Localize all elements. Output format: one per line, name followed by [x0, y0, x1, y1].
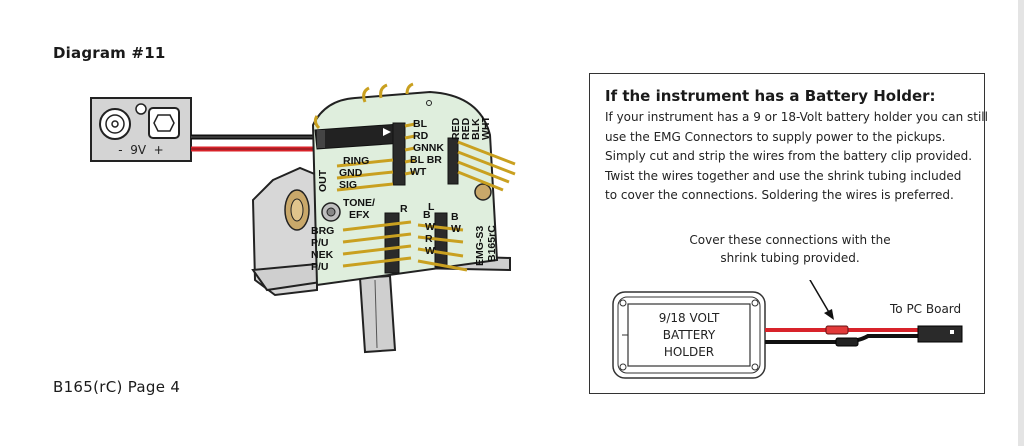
label-small-b1: B — [423, 209, 431, 221]
label-small-w1: W — [425, 221, 435, 233]
label-gnd: GND — [339, 167, 363, 179]
label-small-r1: R — [400, 203, 408, 215]
label-efx: EFX — [349, 209, 369, 221]
battery-clip: - 9V + — [90, 97, 192, 162]
shrink-tubing-black — [835, 337, 859, 347]
pc-board-connector — [917, 325, 963, 343]
holder-label-line2: BATTERY — [663, 328, 716, 342]
info-line: If your instrument has a 9 or 18-Volt ba… — [605, 110, 988, 124]
label-out: OUT — [317, 169, 329, 192]
diagram-title: Diagram #11 — [53, 44, 166, 62]
header-top-stack — [336, 122, 416, 192]
label-wht: WHT — [480, 116, 492, 140]
label-sig: SIG — [339, 179, 357, 191]
to-pc-board-label: To PC Board — [890, 302, 962, 316]
info-line: to cover the connections. Soldering the … — [605, 188, 954, 202]
label-small-l: L — [428, 201, 435, 213]
label-small-w2: W — [425, 245, 435, 257]
label-pu-1: P/U — [311, 237, 329, 249]
info-line: use the EMG Connectors to supply power t… — [605, 129, 946, 144]
info-panel: If the instrument has a Battery Holder: … — [589, 73, 988, 394]
callout-line: Cover these connections with the — [689, 233, 891, 247]
label-ring: RING — [343, 155, 369, 167]
callout-line: shrink tubing provided. — [720, 250, 860, 265]
label-small-r2: R — [425, 233, 433, 245]
battery-terminal-positive — [148, 107, 180, 139]
label-red-2: RED — [460, 117, 472, 140]
battery-holder-illustration: 9/18 VOLT BATTERY HOLDER — [612, 280, 963, 379]
label-tone: TONE/ — [343, 197, 375, 209]
label-model-1: EMG-S3 — [474, 226, 486, 266]
wiring-illustration: - 9V + — [90, 82, 516, 354]
label-small-w3: W — [451, 223, 461, 235]
header-right-stack — [447, 137, 516, 192]
label-small-b2: B — [451, 211, 459, 223]
header-bottom-left — [342, 212, 412, 274]
holder-label-line1: 9/18 VOLT — [659, 311, 720, 325]
header-bottom-right — [417, 212, 468, 272]
callout-text: Cover these connections with the shrink … — [660, 232, 920, 267]
info-line: Twist the wires together and use the shr… — [605, 168, 962, 183]
label-bl: BL — [413, 118, 428, 130]
battery-holder: 9/18 VOLT BATTERY HOLDER — [612, 291, 766, 379]
info-title: If the instrument has a Battery Holder: — [605, 87, 936, 105]
shrink-tubing-red — [825, 325, 849, 335]
battery-clip-label: - 9V + — [118, 143, 164, 157]
holder-label-line3: HOLDER — [664, 345, 714, 359]
callout-arrow — [809, 280, 831, 315]
label-rd: RD — [413, 130, 429, 142]
label-wt: WT — [410, 166, 427, 178]
page-edge — [1018, 0, 1024, 446]
label-brg: BRG — [311, 225, 334, 237]
label-blk: BLK — [470, 118, 482, 140]
label-bl-br: BL BR — [410, 154, 442, 166]
label-model-2: B165rC — [486, 225, 498, 262]
info-line: Simply cut and strip the wires from the … — [605, 149, 973, 163]
label-gnnk: GNNK — [413, 142, 444, 154]
label-nek: NEK — [311, 249, 334, 261]
battery-terminal-negative — [99, 108, 131, 140]
label-pu-2: P/U — [311, 261, 329, 273]
label-red-1: RED — [450, 117, 462, 140]
info-body: If your instrument has a 9 or 18-Volt ba… — [605, 108, 988, 206]
page-footer: B165(rC) Page 4 — [53, 378, 181, 396]
